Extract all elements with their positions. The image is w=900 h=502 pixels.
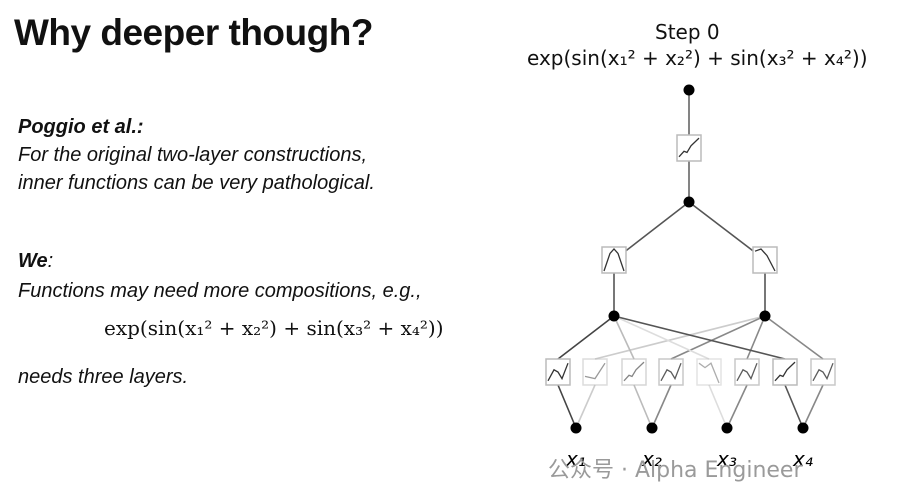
we-colon: : bbox=[47, 250, 54, 272]
activation-boxes bbox=[545, 134, 836, 386]
example-formula: exp(sin(x₁² + x₂²) + sin(x₃² + x₄²)) bbox=[104, 316, 444, 340]
node bbox=[721, 422, 733, 434]
edge bbox=[575, 384, 596, 429]
activation-curve-icon bbox=[547, 362, 569, 382]
edge bbox=[613, 315, 710, 360]
edge bbox=[633, 384, 653, 429]
input-labels: x₁ x₂ x₃ x₄ bbox=[565, 447, 813, 471]
edge bbox=[594, 315, 766, 360]
we-text: We bbox=[18, 250, 48, 272]
activation-box bbox=[696, 358, 722, 386]
activation-curve-icon bbox=[623, 361, 645, 382]
input-label-x4: x₄ bbox=[792, 447, 813, 471]
edge bbox=[557, 315, 615, 360]
node bbox=[759, 310, 771, 322]
we-line: Functions may need more compositions, e.… bbox=[18, 280, 422, 302]
activation-curve-icon bbox=[603, 248, 625, 272]
slide-title: Why deeper though? bbox=[14, 12, 373, 53]
activation-curve-icon bbox=[812, 362, 834, 382]
node bbox=[683, 84, 695, 96]
edge bbox=[726, 384, 748, 429]
activation-curve-icon bbox=[774, 361, 796, 382]
diagram-formula: exp(sin(x₁² + x₂²) + sin(x₃² + x₄²)) bbox=[527, 46, 868, 70]
edge bbox=[670, 315, 766, 360]
input-label-x2: x₂ bbox=[641, 447, 662, 471]
edge bbox=[764, 315, 824, 360]
edge bbox=[557, 384, 577, 429]
node bbox=[570, 422, 582, 434]
edge bbox=[651, 384, 672, 429]
nodes bbox=[570, 84, 809, 434]
edge bbox=[613, 315, 635, 360]
edge bbox=[708, 384, 728, 429]
step-label: Step 0 bbox=[655, 20, 720, 44]
input-label-x1: x₁ bbox=[565, 447, 586, 471]
conclusion: needs three layers. bbox=[18, 366, 189, 388]
edge bbox=[802, 384, 824, 429]
activation-box bbox=[601, 246, 627, 274]
node bbox=[683, 196, 695, 208]
edge bbox=[784, 384, 804, 429]
node bbox=[797, 422, 809, 434]
poggio-line-1: For the original two-layer constructions… bbox=[18, 144, 368, 166]
edge bbox=[746, 315, 766, 360]
input-label-x3: x₃ bbox=[716, 447, 737, 471]
watermark: 公众号 · Alpha Engineer bbox=[548, 458, 803, 483]
activation-box bbox=[582, 358, 608, 386]
poggio-label: Poggio et al.: bbox=[18, 116, 144, 138]
poggio-line-2: inner functions can be very pathological… bbox=[18, 172, 375, 194]
node bbox=[608, 310, 620, 322]
activation-curve-icon bbox=[660, 362, 682, 382]
activation-curve-icon bbox=[678, 137, 700, 158]
activation-curve-icon bbox=[584, 362, 606, 380]
activation-curve-icon bbox=[754, 248, 776, 272]
activation-box bbox=[752, 246, 778, 274]
activation-curve-icon bbox=[736, 362, 758, 382]
node bbox=[646, 422, 658, 434]
activation-curve-icon bbox=[698, 362, 720, 384]
we-label: We: bbox=[18, 250, 53, 273]
edge bbox=[613, 315, 786, 360]
